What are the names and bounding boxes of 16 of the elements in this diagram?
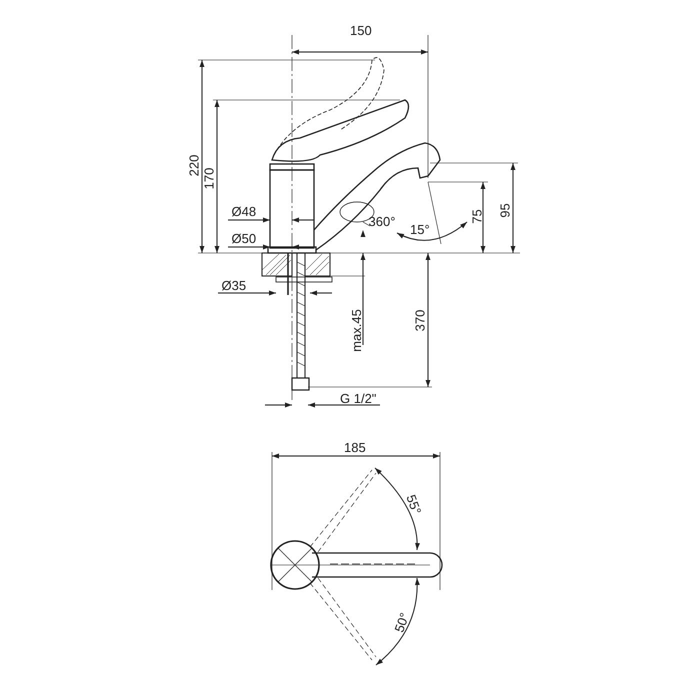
dimension-label: max.45 (348, 308, 364, 352)
dimension-label: 95 (498, 202, 513, 218)
dimension-label: 150 (350, 22, 372, 38)
dimension-label: 170 (201, 167, 216, 189)
dimension-label: Ø35 (222, 278, 246, 292)
dimension-label: 370 (412, 309, 428, 331)
dimension-label: 50° (391, 610, 412, 634)
dimension-label: 185 (344, 440, 366, 454)
dimension-label: Ø50 (232, 230, 256, 246)
dimension-label: 220 (186, 154, 202, 176)
dimension-label: G 1/2" (340, 390, 376, 406)
dimension-label: 15° (410, 222, 430, 236)
dimension-label: 55° (403, 492, 424, 516)
dimension-label: Ø48 (232, 204, 256, 218)
dimension-label: 360° (368, 214, 396, 228)
dimension-label: 75 (470, 208, 485, 224)
